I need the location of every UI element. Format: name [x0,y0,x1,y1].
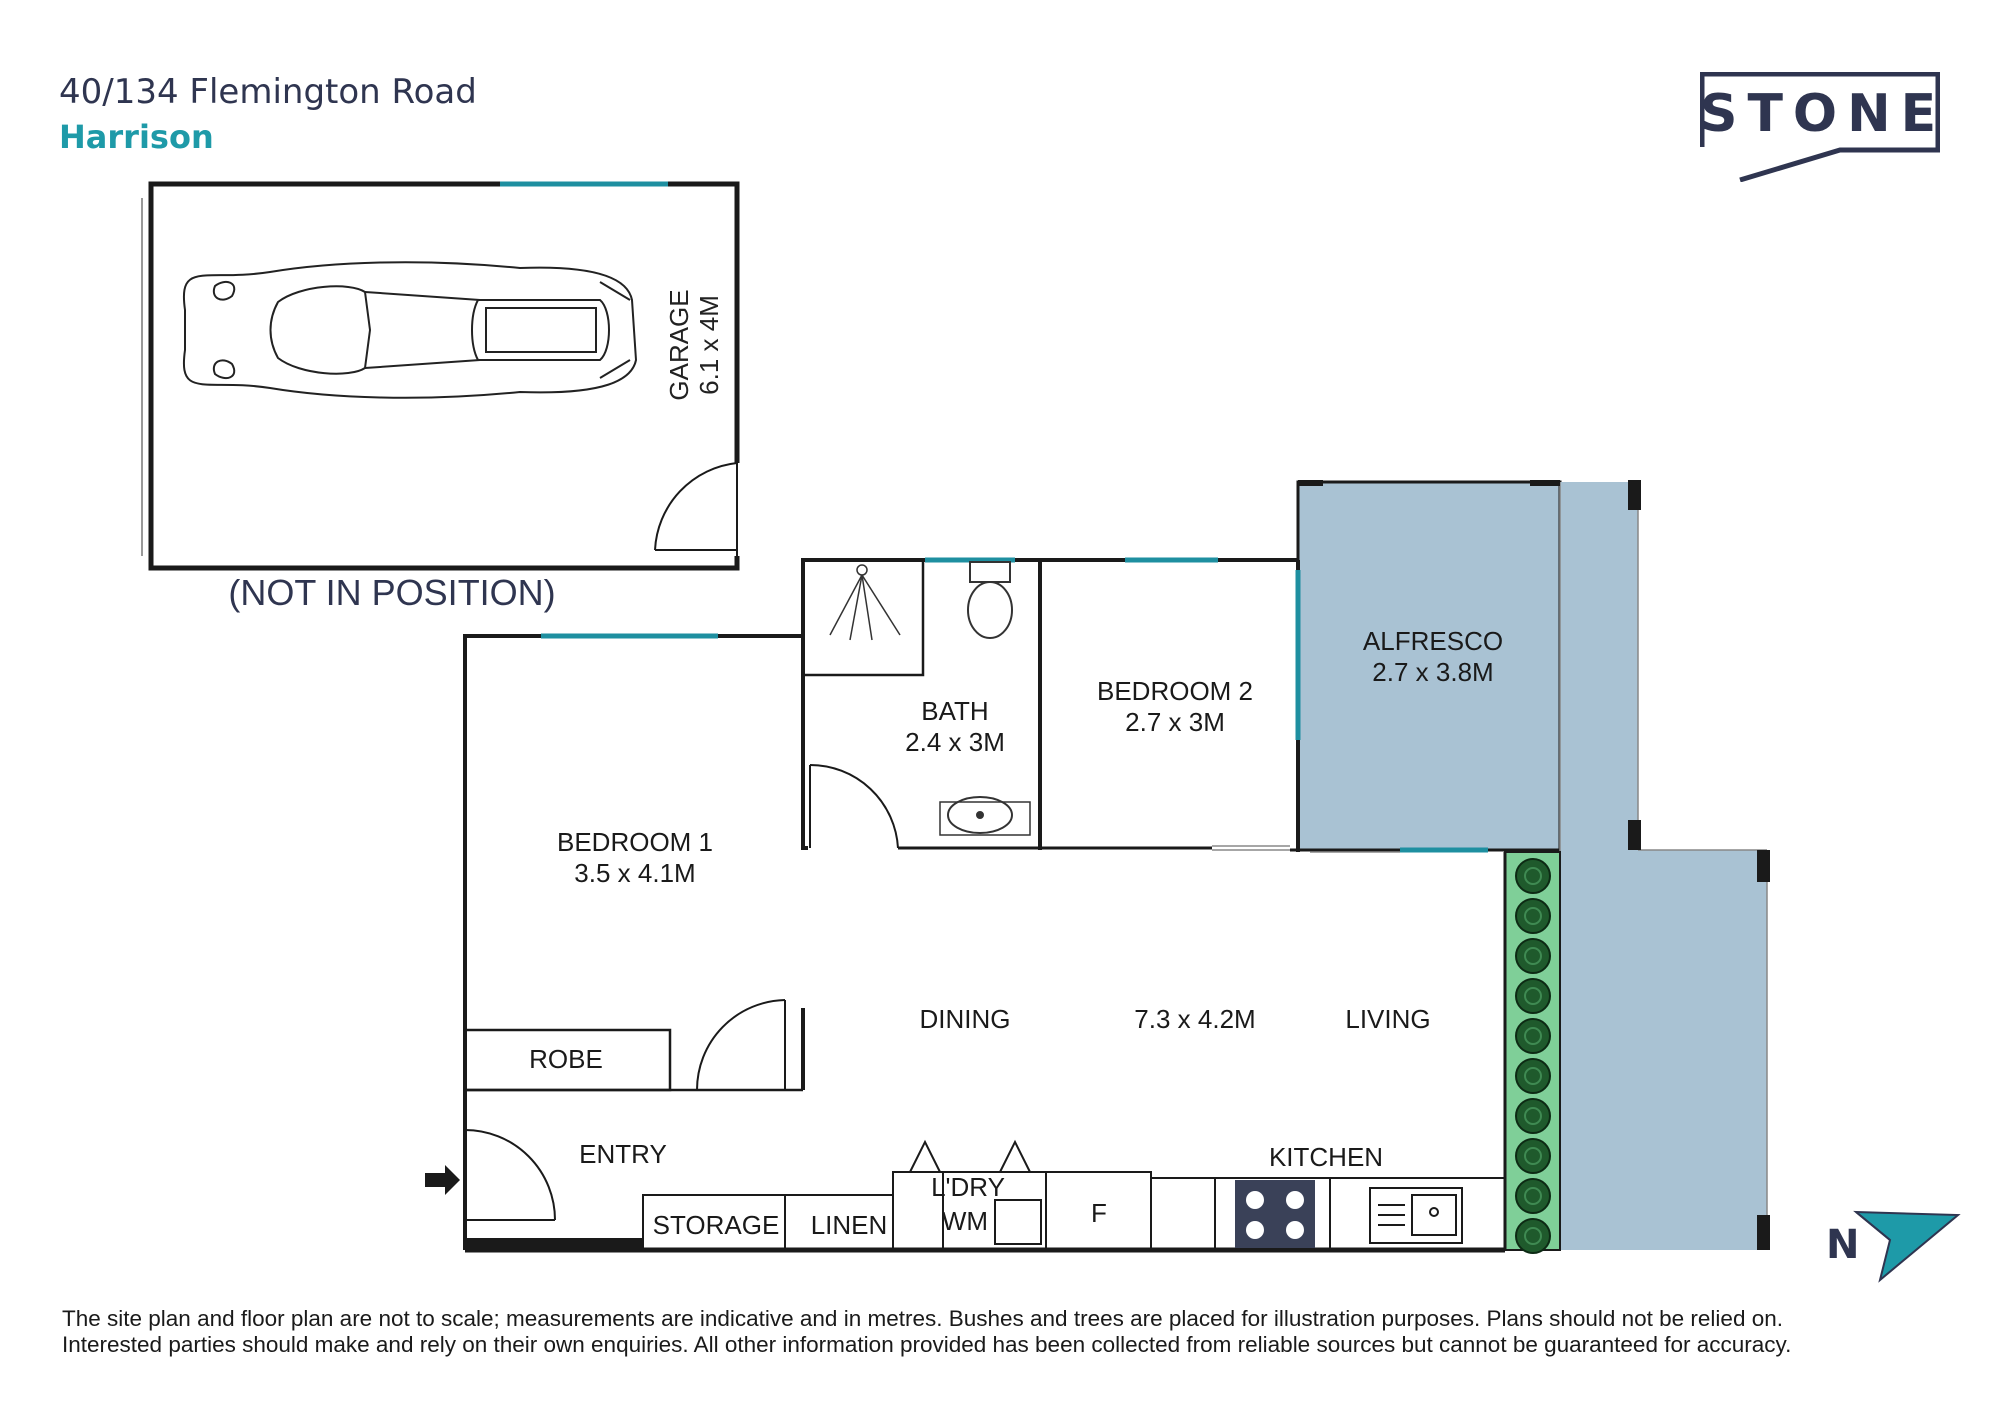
toilet-icon [967,581,1013,639]
garage-label: GARAGE [664,289,694,400]
shower-icon [829,564,901,641]
bedroom2-label: BEDROOM 2 [1097,676,1253,706]
cabinetry [642,1139,1505,1251]
entry-label: ENTRY [579,1139,667,1169]
shrub-icon [1515,938,1551,974]
garage-position-note: (NOT IN POSITION) [228,572,555,613]
alfresco-label: ALFRESCO [1363,626,1503,656]
shrub-icon-detail [1524,1227,1542,1245]
car-icon [182,261,638,399]
shrub-icon-detail [1524,947,1542,965]
windows [541,557,1488,853]
dining-label: DINING [920,1004,1011,1034]
fridge-label: F [1091,1198,1107,1228]
outdoor-areas [1296,480,1770,1250]
shrub-icon-detail [1524,1147,1542,1165]
laundry-tub-icon [994,1199,1042,1245]
shrub-icon [1515,1218,1551,1254]
bath-size: 2.4 x 3M [905,727,1005,757]
shrub-icon [1515,1018,1551,1054]
post [1628,820,1641,850]
shrub-icon [1515,1138,1551,1174]
post [1757,850,1770,882]
basin-icon [947,796,1013,834]
shrub-icon-detail [1524,907,1542,925]
post [1757,1215,1770,1250]
deck-strip-upper [1560,482,1638,850]
storage-label: STORAGE [653,1210,780,1240]
shrub-icon [1515,898,1551,934]
alfresco-area [1296,480,1562,852]
bath-label: BATH [921,696,988,726]
shrub-icon-detail [1524,987,1542,1005]
garage-door-swing [654,462,738,551]
sliding-doors [1212,845,1400,853]
garage-walls [148,181,740,571]
laundry-label: L'DRY [931,1172,1005,1202]
living-size: 7.3 x 4.2M [1134,1004,1255,1034]
bedroom2-size: 2.7 x 3M [1125,707,1225,737]
shrub-icon-detail [1524,1067,1542,1085]
shrub-icon-detail [1524,867,1542,885]
property-address: 40/134 Flemington Road [59,72,477,112]
garage-plan: GARAGE 6.1 x 4M (NOT IN POSITION) [141,181,741,613]
linen-label: LINEN [811,1210,888,1240]
shrub-icon-detail [1524,1187,1542,1205]
north-arrow-icon [1853,1210,1961,1283]
kitchen-label: KITCHEN [1269,1142,1383,1172]
bathroom-fixtures [829,561,1031,836]
disclaimer-line-1: The site plan and floor plan are not to … [62,1306,1783,1331]
north-label: N [1826,1222,1860,1268]
disclaimer: The site plan and floor plan are not to … [62,1306,1962,1358]
shrub-icon [1515,1178,1551,1214]
garden-bed [1504,851,1561,1254]
shrub-icon [1515,978,1551,1014]
shrub-icon [1515,1098,1551,1134]
property-suburb: Harrison [59,118,214,156]
shrub-icon-detail [1524,1027,1542,1045]
toilet-cistern-icon [969,561,1011,583]
doors [464,763,899,1221]
stone-logo: STONE [1699,71,1947,183]
logo-frame [1699,71,1941,183]
sink-icon [1369,1187,1463,1244]
shrub-icon-detail [1524,1107,1542,1125]
living-label: LIVING [1345,1004,1430,1034]
post [1628,480,1641,510]
washing-machine-label: WM [942,1206,988,1236]
shrub-icon [1515,858,1551,894]
cooktop-icon [1235,1180,1315,1248]
room-labels: BEDROOM 1 3.5 x 4.1M BATH 2.4 x 3M BEDRO… [529,626,1503,1240]
deck-area-lower [1560,850,1767,1250]
bedroom1-size: 3.5 x 4.1M [574,858,695,888]
bedroom1-label: BEDROOM 1 [557,827,713,857]
logo-wordmark: STONE [1700,84,1947,144]
shrub-icons [1515,858,1551,1254]
entry-arrow-icon [425,1165,460,1195]
shrub-icon [1515,1058,1551,1094]
disclaimer-line-2: Interested parties should make and rely … [62,1332,1792,1357]
alfresco-size: 2.7 x 3.8M [1372,657,1493,687]
robe-label: ROBE [529,1044,603,1074]
garage-size: 6.1 x 4M [694,295,724,395]
